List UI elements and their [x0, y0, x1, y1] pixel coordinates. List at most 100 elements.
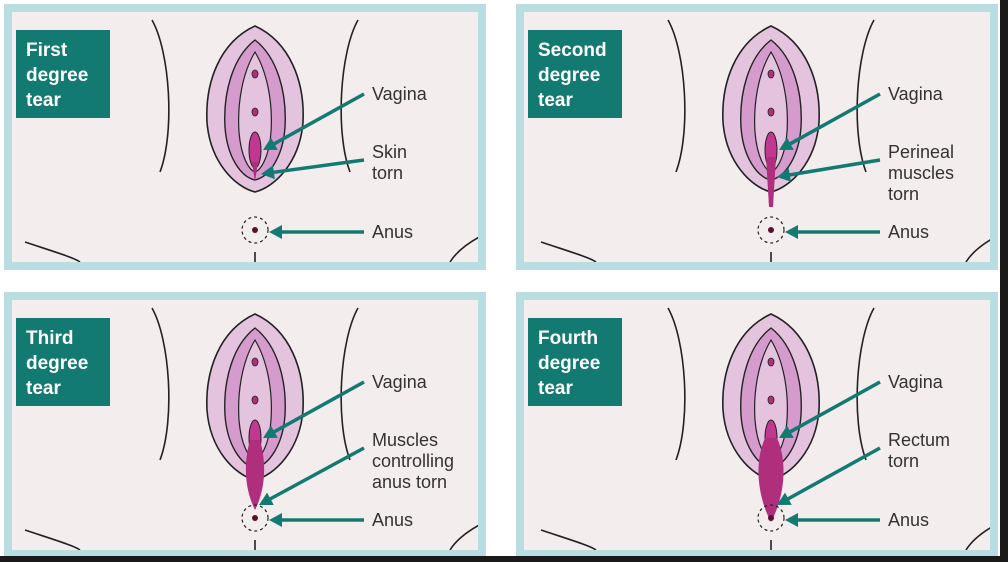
label-line: Anus: [372, 222, 414, 242]
tear-anal-sphincter: [245, 440, 265, 510]
tear-perineal: [766, 157, 776, 207]
label-line: Vagina: [372, 372, 427, 392]
buttock-contour-right: [965, 239, 990, 262]
thigh-contour-right: [340, 307, 359, 461]
title-line: degree: [538, 65, 601, 86]
buttock-contour-left: [540, 529, 597, 550]
label-line: Rectum: [888, 430, 951, 450]
panel-title-badge: Second degree tear: [528, 30, 622, 118]
clitoris: [767, 357, 775, 367]
label-line: torn: [888, 451, 920, 471]
buttock-contour-left: [540, 241, 597, 262]
title-line: tear: [538, 90, 573, 111]
title-line: tear: [538, 378, 573, 399]
arrow-line: [784, 92, 881, 149]
arrow-vagina: [779, 380, 881, 438]
title-line: degree: [26, 353, 89, 374]
panel-title-badge: First degree tear: [16, 30, 110, 118]
label-line: muscles: [888, 163, 955, 183]
buttock-contour-left: [24, 529, 81, 550]
frame-edge-right: [1000, 0, 1008, 562]
label-vagina: Vagina: [888, 84, 943, 105]
arrow-vagina: [263, 380, 365, 438]
frame-edge-bottom: [0, 556, 1008, 562]
arrow-anus: [269, 513, 364, 527]
anus: [252, 515, 258, 521]
label-skin-torn: Skin torn: [372, 142, 407, 184]
panel-second-degree: Second degree tear Vagina Perineal muscl…: [516, 4, 998, 270]
clitoris: [251, 69, 259, 79]
arrow-perineal-muscles: [777, 158, 881, 182]
arrow-anal-muscles: [259, 446, 365, 505]
label-line: anus torn: [372, 472, 448, 492]
title-line: Fourth: [538, 328, 599, 349]
anus-outline: [241, 504, 269, 532]
arrow-vagina: [263, 92, 365, 150]
anus: [768, 227, 774, 233]
label-muscles-controlling-anus-torn: Muscles controlling anus torn: [372, 430, 454, 493]
label-line: torn: [372, 163, 404, 183]
label-line: Anus: [888, 222, 930, 242]
arrow-vagina: [779, 92, 881, 150]
arrow-skin-torn: [261, 158, 365, 180]
title-line: tear: [26, 378, 61, 399]
label-rectum-torn: Rectum torn: [888, 430, 950, 472]
panel-third-degree: Third degree tear Vagina Muscles control…: [4, 292, 486, 558]
label-perineal-muscles-torn: Perineal muscles torn: [888, 142, 954, 205]
label-line: Anus: [888, 510, 930, 530]
clitoris: [251, 357, 259, 367]
label-line: Perineal: [888, 142, 955, 162]
label-line: Vagina: [888, 84, 943, 104]
arrow-head: [269, 513, 282, 527]
label-line: Muscles: [372, 430, 439, 450]
thigh-contour-left: [667, 307, 686, 461]
tear-rectum: [758, 438, 784, 522]
thigh-contour-left: [151, 307, 170, 461]
label-line: Anus: [372, 510, 414, 530]
arrow-head: [261, 165, 275, 180]
panel-title-badge: Fourth degree tear: [528, 318, 622, 406]
label-line: Skin: [372, 142, 408, 162]
arrow-line: [782, 446, 881, 504]
buttock-contour-left: [24, 241, 81, 262]
title-line: tear: [26, 90, 61, 111]
urethra: [251, 107, 259, 117]
title-line: Second: [538, 40, 607, 61]
anus: [768, 515, 774, 521]
urethra: [251, 395, 259, 405]
arrow-anus: [785, 513, 880, 527]
arrow-line: [784, 380, 881, 437]
anus-outline: [757, 504, 785, 532]
arrow-line: [264, 446, 365, 504]
label-line: Vagina: [372, 84, 427, 104]
label-vagina: Vagina: [372, 84, 427, 105]
panel-title-badge: Third degree tear: [16, 318, 110, 406]
buttock-contour-right: [449, 524, 478, 550]
label-line: torn: [888, 184, 920, 204]
arrow-rectum: [777, 446, 881, 505]
panel-first-degree: First degree tear Vagina Skin torn Anus: [4, 4, 486, 270]
label-vagina: Vagina: [888, 372, 943, 393]
tear-skin: [252, 162, 258, 182]
illustration-fourth-degree: [540, 307, 990, 550]
anus-outline: [241, 216, 269, 244]
arrow-line: [268, 92, 365, 149]
label-anus: Anus: [888, 510, 929, 531]
arrow-head: [777, 492, 792, 505]
arrow-head: [777, 167, 791, 182]
arrow-head: [785, 225, 798, 239]
title-line: degree: [26, 65, 89, 86]
arrow-head: [263, 137, 278, 150]
thigh-contour-left: [151, 19, 170, 173]
clitoris: [767, 69, 775, 79]
thigh-contour-right: [856, 19, 875, 173]
arrow-anus: [269, 225, 364, 239]
arrow-head: [269, 225, 282, 239]
label-anus: Anus: [888, 222, 929, 243]
title-line: Third: [26, 328, 74, 349]
label-anus: Anus: [372, 510, 413, 531]
arrow-line: [266, 158, 365, 175]
thigh-contour-right: [856, 307, 875, 461]
anus-outline: [757, 216, 785, 244]
panel-fourth-degree: Fourth degree tear Vagina Rectum torn An…: [516, 292, 998, 558]
